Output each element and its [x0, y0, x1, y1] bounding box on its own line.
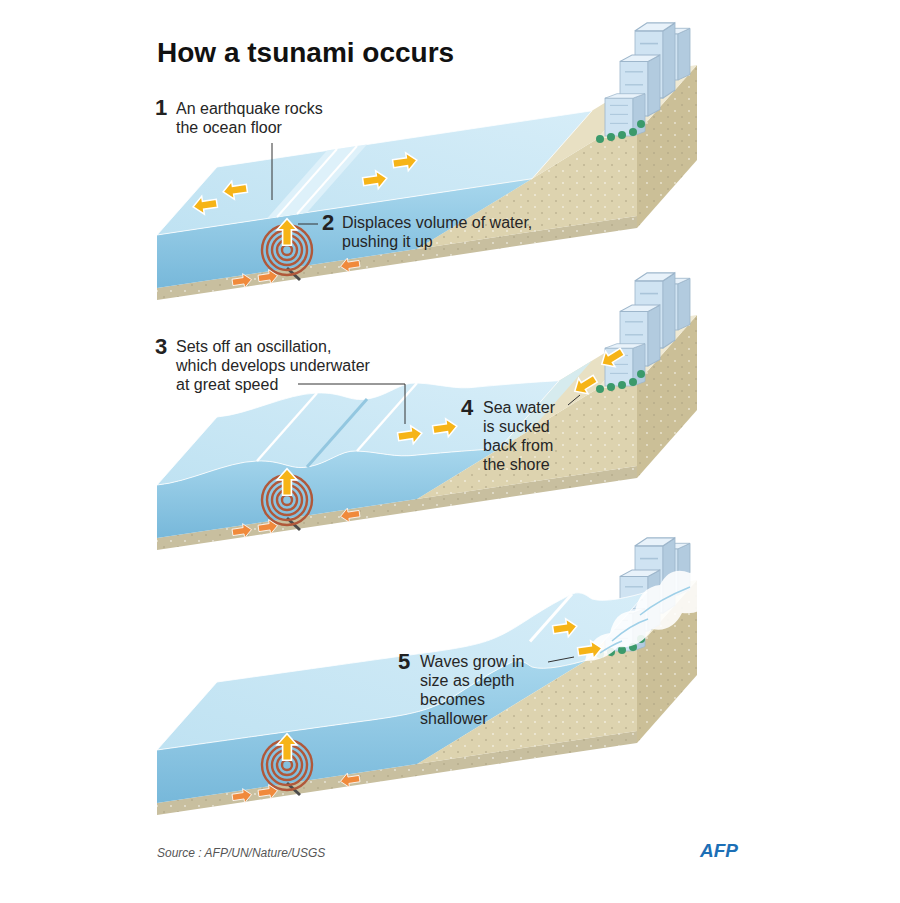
- callout-text: An earthquake rocks the ocean floor: [176, 99, 338, 137]
- leader-lines: [272, 143, 580, 662]
- wave-arrow: [397, 424, 423, 445]
- wave-arrow: [432, 417, 458, 438]
- leader-line: [548, 657, 574, 662]
- wave-arrow: [577, 639, 603, 660]
- source-note: Source : AFP/UN/Nature/USGS: [157, 846, 325, 861]
- callout-text: Displaces volume of water, pushing it up: [342, 213, 577, 251]
- spray-streak: [600, 587, 690, 653]
- leader-line: [568, 395, 580, 405]
- callout-number: 2: [322, 212, 334, 234]
- ocean-block: [157, 538, 697, 815]
- callout-number: 1: [155, 97, 167, 119]
- agency-logo: AFP: [700, 840, 738, 862]
- earthquake-source: [231, 219, 360, 290]
- panel-earthquake: [157, 23, 697, 300]
- panel-landfall: [157, 538, 716, 815]
- wave-crest: [277, 149, 337, 217]
- earthquake-source: [231, 469, 360, 540]
- wave-crest: [357, 383, 417, 451]
- backwash-arrow: [597, 344, 627, 372]
- callout-number: 3: [155, 336, 167, 358]
- wave-arrow: [392, 151, 418, 172]
- wave-arrow: [552, 617, 578, 638]
- leader-line: [298, 224, 318, 225]
- leader-line: [272, 143, 273, 200]
- callout-text: Sea water is sucked back from the shore: [483, 398, 563, 474]
- water-surface: [157, 592, 647, 750]
- wave-crest: [530, 594, 572, 642]
- callout-text: Waves grow in size as depth becomes shal…: [420, 652, 532, 728]
- backwash-arrow: [570, 371, 600, 399]
- wave-crest: [297, 146, 357, 214]
- leader-line: [298, 384, 405, 424]
- callout-number: 4: [461, 397, 473, 419]
- wave-ridge: [267, 145, 367, 219]
- callout-number: 5: [398, 651, 410, 673]
- callout-text: Sets off an oscillation, which develops …: [176, 337, 373, 394]
- wave-spray: [585, 570, 716, 661]
- chart-title: How a tsunami occurs: [157, 36, 454, 70]
- earthquake-source: [231, 734, 360, 805]
- wave-arrow: [192, 194, 218, 215]
- ocean-block: [157, 273, 697, 550]
- ocean-block: [157, 23, 697, 300]
- wave-arrow: [222, 179, 248, 200]
- wave-trough: [307, 399, 367, 467]
- panel-oscillation: [157, 273, 697, 550]
- wave-crest: [257, 393, 317, 461]
- wave-arrow: [362, 169, 388, 190]
